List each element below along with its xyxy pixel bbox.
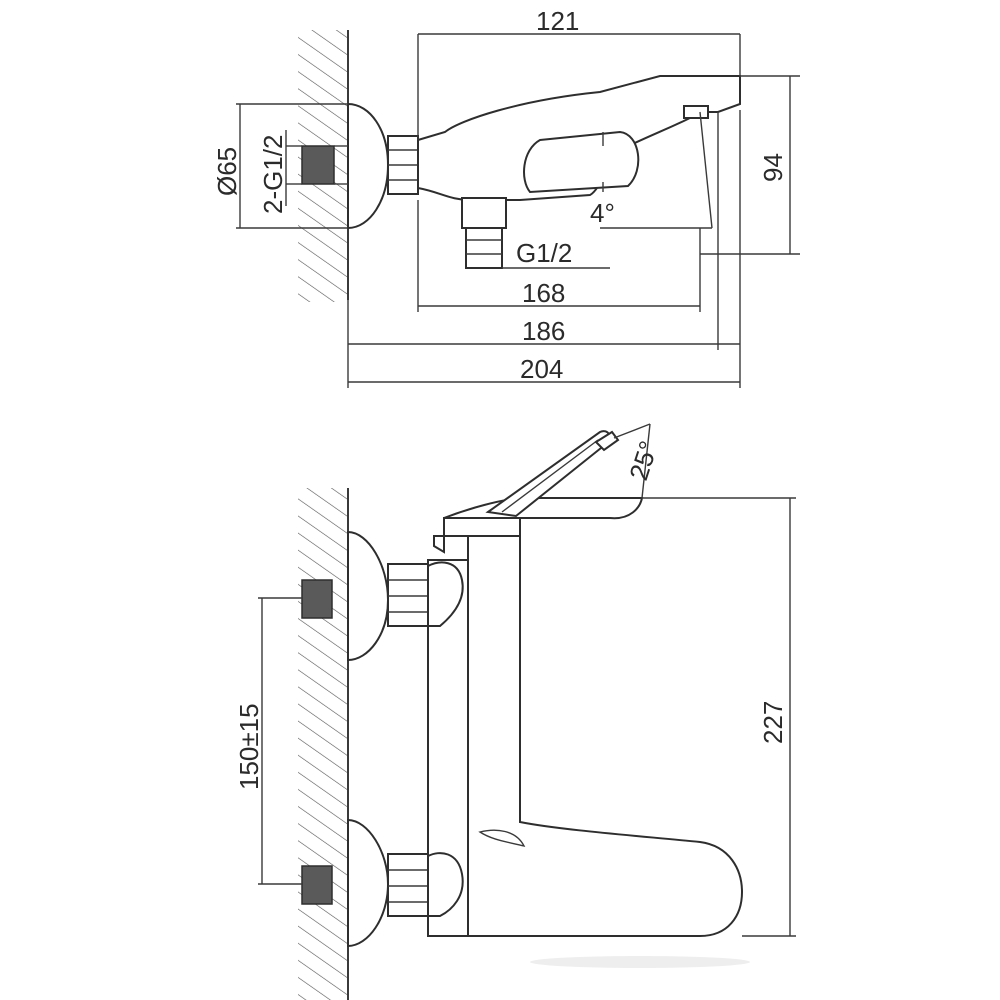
dim-diameter-65: Ø65 — [212, 147, 242, 196]
outlet-fitting-top — [461, 197, 507, 229]
dim-168: 168 — [522, 278, 565, 308]
inlet-fitting-top — [301, 145, 335, 185]
top-view: 121 94 G1/2 4° Ø65 2-G1/2 168 186 204 — [212, 6, 800, 388]
dim-227: 227 — [758, 701, 788, 744]
dim-150-pm-15: 150±15 — [234, 703, 264, 790]
eccentric-nut-lower — [387, 853, 429, 917]
wall-flange-upper — [347, 530, 390, 662]
dim-121: 121 — [536, 6, 579, 36]
mixer-body-side — [467, 535, 744, 937]
cartridge-cap-side — [443, 497, 644, 520]
angle-4deg: 4° — [590, 198, 615, 228]
inlet-fitting-lower — [301, 865, 333, 905]
dim-g12: G1/2 — [516, 238, 572, 268]
wall-hatch-side — [298, 488, 348, 1000]
side-view: 25° 227 150±15 — [234, 423, 796, 1000]
eccentric-nut-upper — [387, 563, 429, 627]
dim-204: 204 — [520, 354, 563, 384]
spout-aerator-top — [683, 105, 709, 119]
base-shadow — [530, 956, 750, 968]
outlet-thread-top — [465, 227, 503, 269]
angle-25deg: 25° — [623, 437, 664, 484]
inlet-fitting-upper — [301, 579, 333, 619]
lever-handle-top — [523, 130, 640, 194]
dim-2-g12: 2-G1/2 — [258, 135, 288, 215]
wall-flange-lower — [347, 818, 390, 948]
dim-186: 186 — [522, 316, 565, 346]
wall-flange-top — [347, 102, 390, 230]
dim-94: 94 — [758, 153, 788, 182]
